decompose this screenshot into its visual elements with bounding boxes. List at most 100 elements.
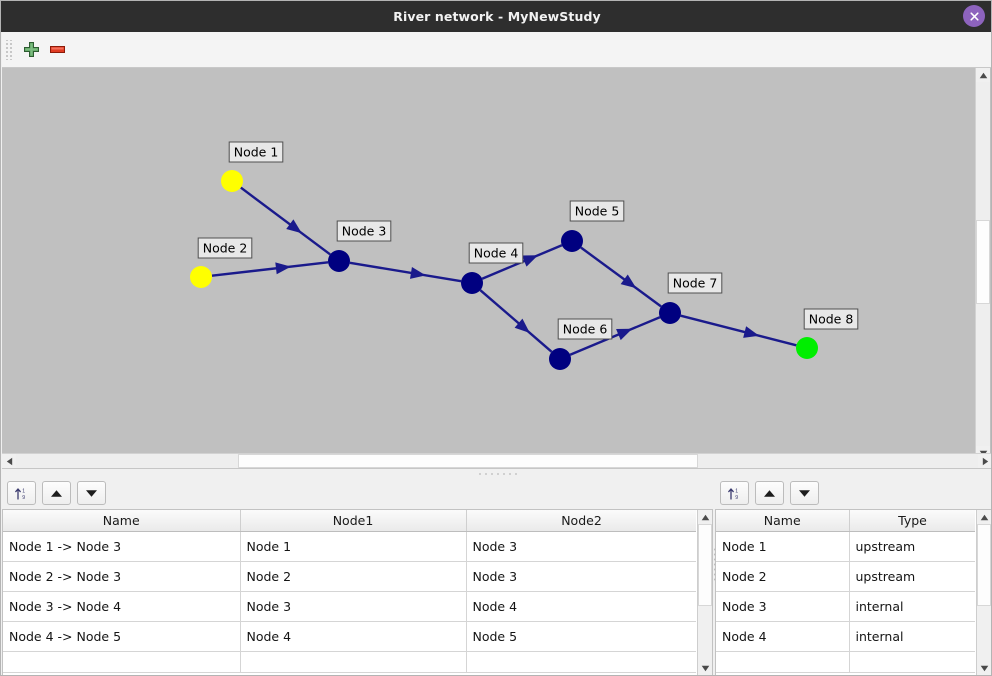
table-cell[interactable]: Node 3 (716, 591, 850, 622)
main-toolbar (2, 32, 991, 68)
table-cell[interactable]: Node 3 (466, 531, 696, 562)
table-cell[interactable]: Node 2 (240, 561, 467, 592)
scroll-left-arrow[interactable] (2, 454, 16, 468)
table-cell[interactable]: Node 1 (716, 531, 850, 562)
column-header[interactable]: Name (716, 510, 850, 532)
graph-node-label[interactable]: Node 5 (569, 200, 625, 222)
graph-edge[interactable] (479, 289, 553, 353)
table-cell[interactable]: Node 2 (716, 561, 850, 592)
graph-edge[interactable] (680, 314, 797, 347)
table-cell-empty[interactable] (240, 651, 467, 673)
node-move-up-button[interactable] (755, 481, 784, 505)
svg-text:Node 3: Node 3 (342, 223, 387, 238)
graph-node[interactable] (796, 337, 818, 359)
scroll-up-arrow[interactable] (976, 68, 990, 82)
node-scroll-thumb[interactable] (977, 524, 991, 606)
remove-node-button[interactable] (44, 37, 70, 63)
branch-scroll-thumb[interactable] (698, 524, 712, 606)
column-header[interactable]: Node1 (240, 510, 467, 532)
table-cell[interactable]: Node 5 (466, 621, 696, 652)
graph-edge[interactable] (240, 186, 331, 256)
graph-node[interactable] (561, 230, 583, 252)
graph-node[interactable] (328, 250, 350, 272)
table-cell[interactable]: Node 2 -> Node 3 (3, 561, 241, 592)
graph-edge[interactable] (349, 261, 462, 283)
node-move-down-button[interactable] (790, 481, 819, 505)
branch-table-scrollbar[interactable] (697, 510, 712, 675)
table-cell[interactable]: Node 4 (466, 591, 696, 622)
graph-node[interactable] (549, 348, 571, 370)
vertical-scroll-thumb[interactable] (976, 220, 990, 304)
table-row-empty[interactable] (716, 651, 975, 673)
close-button[interactable] (963, 5, 985, 27)
river-network-canvas[interactable]: Node 1 Node 2 Node 3 Node 4 Node 5 Node 6 Node… (2, 68, 991, 460)
branch-move-down-button[interactable] (77, 481, 106, 505)
node-scroll-up-arrow[interactable] (977, 510, 991, 524)
title-bar: River network - MyNewStudy (1, 1, 991, 32)
column-header[interactable]: Node2 (466, 510, 696, 532)
column-header[interactable]: Name (3, 510, 241, 532)
table-cell[interactable]: Node 4 -> Node 5 (3, 621, 241, 652)
canvas-tables-splitter[interactable] (2, 468, 991, 478)
table-cell[interactable]: upstream (849, 561, 975, 592)
tables-splitter-grip[interactable] (713, 547, 716, 583)
table-cell[interactable]: Node 3 -> Node 4 (3, 591, 241, 622)
branch-scroll-up-arrow[interactable] (698, 510, 712, 524)
add-node-button[interactable] (18, 37, 44, 63)
red-minus-delete-icon (49, 46, 65, 53)
graph-node-label[interactable]: Node 6 (557, 318, 613, 340)
table-cell[interactable]: internal (849, 591, 975, 622)
table-row-empty[interactable] (3, 651, 696, 673)
table-cell[interactable]: Node 4 (716, 621, 850, 652)
graph-node-label[interactable]: Node 7 (667, 272, 723, 294)
horizontal-scroll-thumb[interactable] (238, 454, 698, 468)
graph-node-label[interactable]: Node 1 (228, 141, 284, 163)
graph-node-label[interactable]: Node 4 (468, 242, 524, 264)
graph-edge-arrowhead (409, 266, 426, 279)
graph-edge[interactable] (211, 261, 329, 277)
toolbar-drag-handle[interactable] (5, 39, 14, 60)
table-cell[interactable]: Node 4 (240, 621, 467, 652)
branch-scroll-down-arrow[interactable] (698, 661, 712, 675)
graph-node-label[interactable]: Node 8 (803, 308, 859, 330)
graph-node-label[interactable]: Node 2 (197, 237, 253, 259)
column-header[interactable]: Type (849, 510, 975, 532)
graph-node[interactable] (659, 302, 681, 324)
graph-edge[interactable] (580, 246, 662, 308)
graph-node-label[interactable]: Node 3 (336, 220, 392, 242)
table-cell[interactable]: internal (849, 621, 975, 652)
branch-sort-button[interactable]: 1 9 (7, 481, 36, 505)
graph-node[interactable] (190, 266, 212, 288)
canvas-horizontal-scrollbar[interactable] (2, 453, 991, 468)
node-scroll-down-arrow[interactable] (977, 661, 991, 675)
table-cell[interactable]: Node 3 (466, 561, 696, 592)
table-cell[interactable]: Node 1 -> Node 3 (3, 531, 241, 562)
table-cell[interactable]: upstream (849, 531, 975, 562)
canvas-vertical-scrollbar[interactable] (975, 68, 990, 460)
node-table-scrollbar[interactable] (976, 510, 991, 675)
branch-move-up-button[interactable] (42, 481, 71, 505)
table-cell-empty[interactable] (3, 651, 241, 673)
graph-edge-arrowhead (286, 219, 302, 234)
table-cell-empty[interactable] (849, 651, 975, 673)
graph-node[interactable] (461, 272, 483, 294)
node-sort-button[interactable]: 1 9 (720, 481, 749, 505)
graph-node[interactable] (221, 170, 243, 192)
close-x-icon (969, 11, 979, 21)
scroll-right-arrow[interactable] (978, 454, 991, 468)
table-cell-empty[interactable] (716, 651, 850, 673)
table-cell-empty[interactable] (466, 651, 696, 673)
table-cell[interactable]: Node 1 (240, 531, 467, 562)
table-cell[interactable]: Node 3 (240, 591, 467, 622)
graph-edge[interactable] (569, 316, 661, 356)
